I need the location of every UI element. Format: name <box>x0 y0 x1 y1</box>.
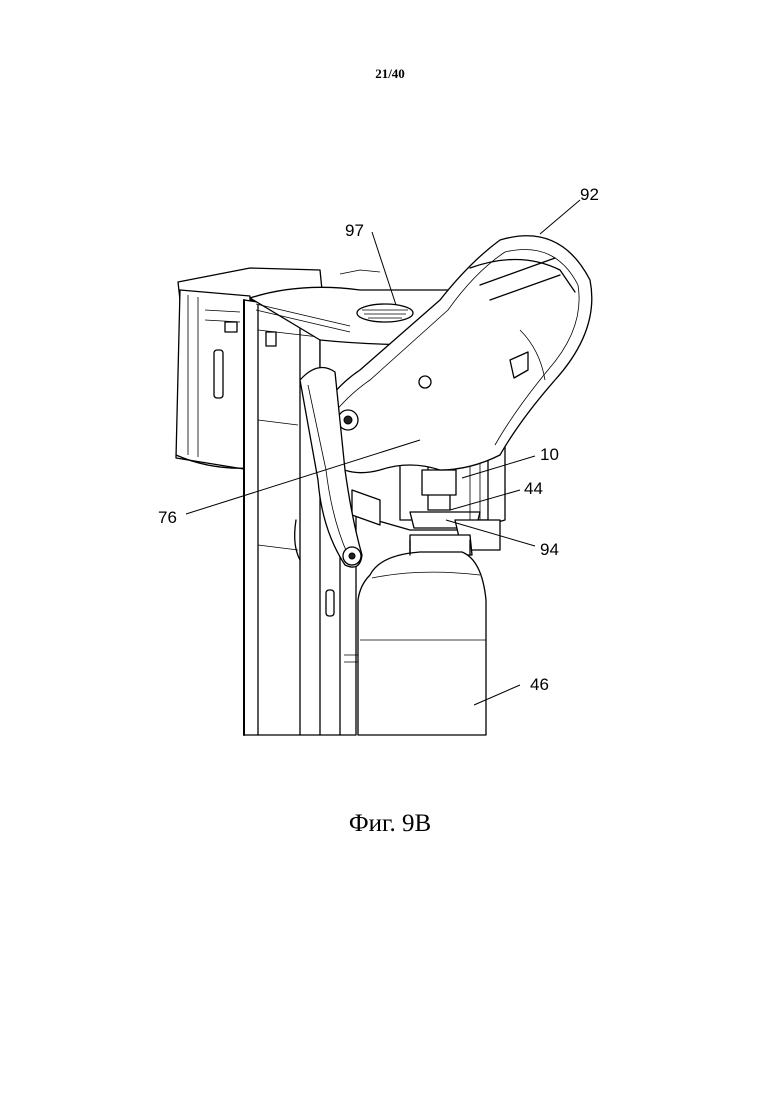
ref-label-94: 94 <box>540 540 559 559</box>
ref-label-97: 97 <box>345 221 364 240</box>
ref-label-76: 76 <box>158 508 177 527</box>
figure-caption: Фиг. 9В <box>0 810 780 838</box>
ref-label-10: 10 <box>540 445 559 464</box>
gas-cylinder <box>358 535 486 735</box>
ref-label-92: 92 <box>580 185 599 204</box>
ref-label-46: 46 <box>530 675 549 694</box>
ref-label-44: 44 <box>524 479 543 498</box>
